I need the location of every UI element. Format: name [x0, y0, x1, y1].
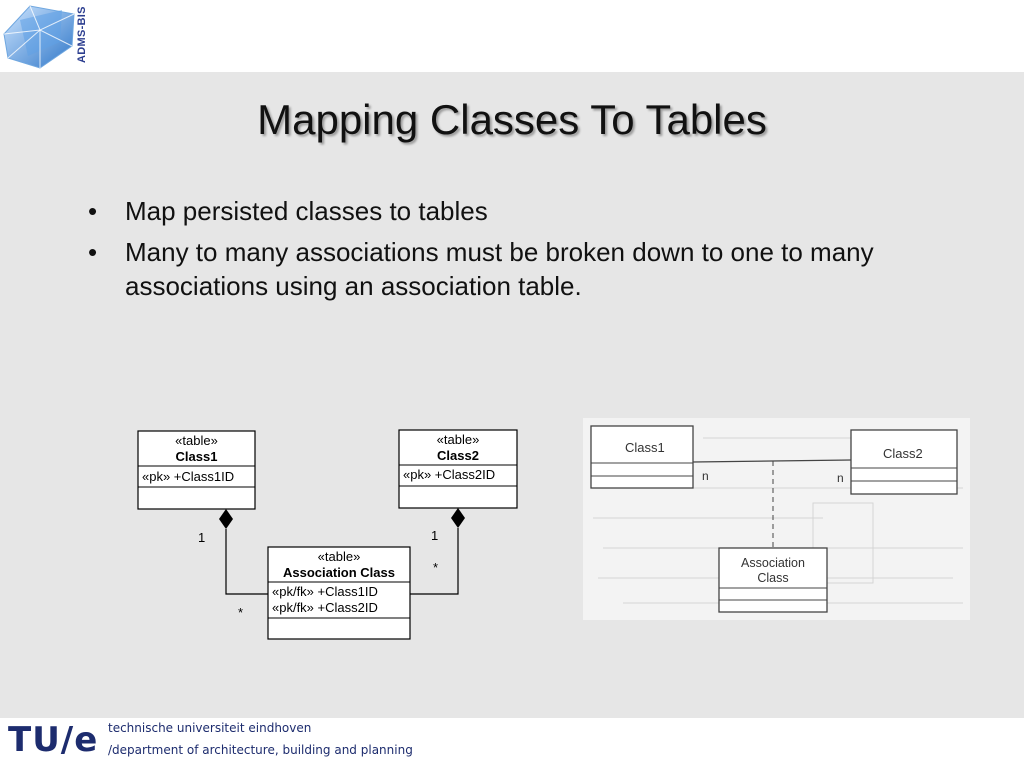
- header-bar: ADMS-BIS: [0, 0, 1024, 72]
- right-assoc-name-line2: Class: [757, 571, 788, 585]
- slide-title: Mapping Classes To Tables: [257, 96, 767, 143]
- bullet-dot-icon: •: [88, 196, 98, 226]
- class1-name: Class1: [176, 449, 218, 464]
- bullet-text: Map persisted classes to tables: [125, 196, 488, 226]
- bullet-text: Many to many associations must be broken…: [125, 237, 874, 301]
- logo-text: ADMS-BIS: [76, 6, 88, 64]
- class2-attribute: «pk» +Class2ID: [403, 467, 495, 482]
- tue-logo: TU/e: [8, 720, 99, 760]
- assoc-attribute: «pk/fk» +Class1ID: [272, 584, 378, 599]
- assoc-name: Association Class: [283, 565, 395, 580]
- right-assoc-name-line1: Association: [741, 556, 805, 570]
- bullet-item: • Map persisted classes to tables: [88, 194, 968, 228]
- multiplicity-right: n: [837, 471, 844, 485]
- association-class-diagram: Class1 Class2 n n Association Class: [583, 418, 970, 620]
- connector-class1-assoc: 1 *: [198, 509, 268, 620]
- bullet-dot-icon: •: [88, 237, 98, 267]
- multiplicity-left: n: [702, 469, 709, 483]
- class2-name: Class2: [437, 448, 479, 463]
- bullet-item: • Many to many associations must be brok…: [88, 235, 968, 303]
- footer-department: /department of architecture, building an…: [108, 743, 413, 757]
- class1-attribute: «pk» +Class1ID: [142, 469, 234, 484]
- multiplicity-label: *: [433, 560, 438, 575]
- assoc-stereotype: «table»: [318, 549, 361, 564]
- adms-logo-icon: [3, 5, 75, 69]
- association-line: [692, 459, 852, 463]
- right-association-class: Association Class: [718, 547, 828, 613]
- right-class1: Class1: [590, 425, 694, 489]
- multiplicity-label: 1: [198, 530, 205, 545]
- multiplicity-label: 1: [431, 528, 438, 543]
- multiplicity-label: *: [238, 605, 243, 620]
- connector-class2-assoc: 1 *: [410, 508, 465, 595]
- right-class2-name: Class2: [883, 446, 923, 461]
- class2-stereotype: «table»: [437, 432, 480, 447]
- assoc-attribute: «pk/fk» +Class2ID: [272, 600, 378, 615]
- footer: TU/e technische universiteit eindhoven /…: [0, 718, 1024, 768]
- class2-table: «table» Class2 «pk» +Class2ID: [398, 429, 518, 509]
- bullet-list: • Map persisted classes to tables • Many…: [88, 194, 968, 310]
- association-table: «table» Association Class «pk/fk» +Class…: [267, 546, 411, 640]
- right-class1-name: Class1: [625, 440, 665, 455]
- footer-university: technische universiteit eindhoven: [108, 721, 312, 735]
- class1-table: «table» Class1 «pk» +Class1ID: [137, 430, 256, 510]
- right-class2: Class2: [850, 429, 958, 495]
- class1-stereotype: «table»: [175, 433, 218, 448]
- table-diagram: «table» Class1 «pk» +Class1ID «table» Cl…: [137, 429, 518, 640]
